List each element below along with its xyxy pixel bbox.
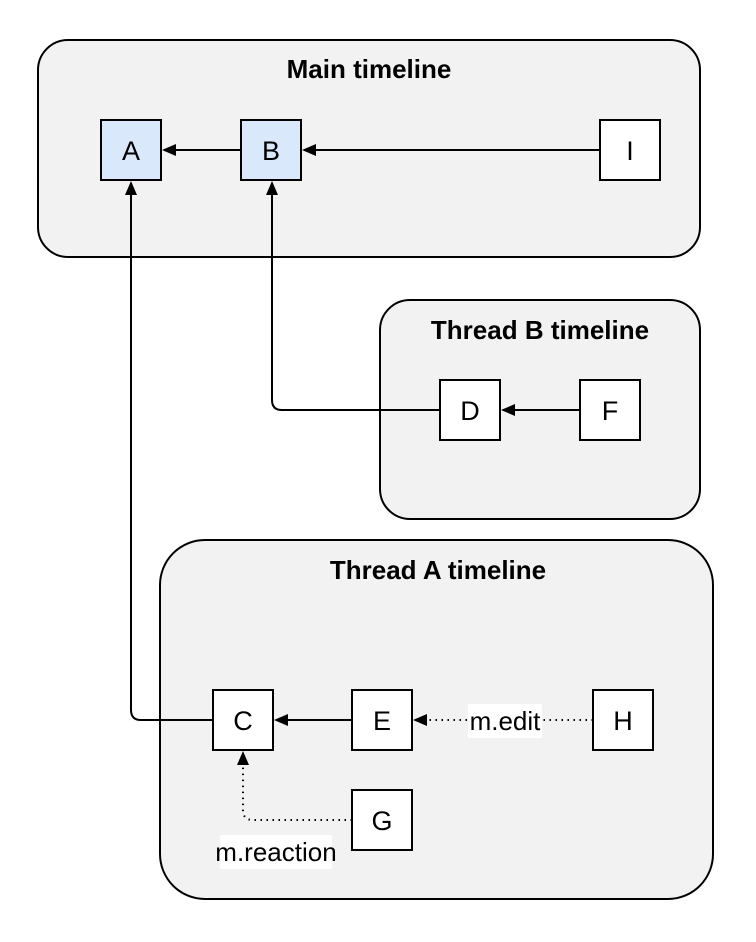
container-title-main-timeline: Main timeline xyxy=(287,54,452,84)
node-g-box xyxy=(351,789,413,851)
node-i-label: I xyxy=(626,136,634,166)
edge-label-text-m-edit: m.edit xyxy=(470,706,542,736)
node-f-label: F xyxy=(602,396,619,426)
container-box-main-timeline xyxy=(37,39,701,258)
node-i: I xyxy=(599,119,661,181)
node-c-label: C xyxy=(233,706,253,736)
edge-g-to-c-m-reaction xyxy=(237,751,352,821)
node-h: H xyxy=(592,689,654,751)
container-title-thread-b-timeline: Thread B timeline xyxy=(431,315,649,345)
node-a-box xyxy=(100,119,162,181)
node-b-box xyxy=(240,119,302,181)
node-c: C xyxy=(212,689,274,751)
container-main-timeline: Main timeline xyxy=(37,39,701,258)
edge-label-m-edit: m.edit xyxy=(468,704,542,738)
node-d-label: D xyxy=(460,396,480,426)
node-a: A xyxy=(100,119,162,181)
node-e-box xyxy=(351,689,413,751)
edge-label-m-reaction: m.reaction xyxy=(215,835,337,869)
node-c-box xyxy=(212,689,274,751)
node-b: B xyxy=(240,119,302,181)
node-b-label: B xyxy=(262,136,280,166)
node-h-label: H xyxy=(613,706,633,736)
node-f-box xyxy=(579,379,641,441)
node-d-box xyxy=(439,379,501,441)
node-a-label: A xyxy=(122,136,140,166)
node-h-box xyxy=(592,689,654,751)
node-g-label: G xyxy=(371,806,392,836)
node-d: D xyxy=(439,379,501,441)
edge-label-text-m-reaction: m.reaction xyxy=(215,837,336,867)
node-e: E xyxy=(351,689,413,751)
edge-d-to-b xyxy=(266,181,440,411)
edge-label-bg-m-edit xyxy=(468,704,542,738)
node-g: G xyxy=(351,789,413,851)
container-title-thread-a-timeline: Thread A timeline xyxy=(330,555,546,585)
edge-label-bg-m-reaction xyxy=(220,835,332,869)
node-i-box xyxy=(599,119,661,181)
edge-c-to-a xyxy=(125,181,213,721)
node-e-label: E xyxy=(373,706,391,736)
node-f: F xyxy=(579,379,641,441)
